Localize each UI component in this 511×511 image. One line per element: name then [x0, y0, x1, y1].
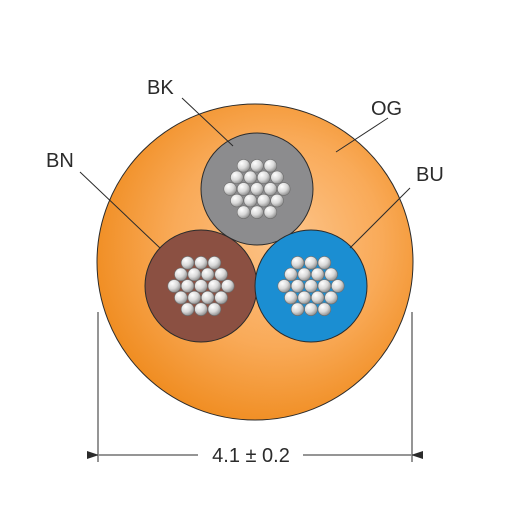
strand-wire: [221, 279, 235, 293]
strand-bundle-black: [223, 159, 291, 219]
strand-wire: [331, 279, 345, 293]
dimension-label: 4.1 ± 0.2: [212, 445, 290, 467]
label-bn: BN: [46, 150, 74, 172]
label-og: OG: [371, 98, 402, 120]
strand-wire: [311, 290, 325, 305]
strand-wire: [284, 267, 298, 282]
strand-wire: [194, 256, 208, 270]
strand-wire: [290, 256, 305, 270]
strand-wire: [257, 193, 271, 208]
strand-wire: [223, 182, 237, 196]
strand-wire: [230, 193, 244, 208]
strand-wire: [243, 170, 258, 185]
core-black: [200, 132, 314, 246]
strand-wire: [236, 205, 251, 219]
strand-wire: [317, 256, 332, 270]
strand-wire: [250, 182, 264, 196]
strand-wire: [243, 193, 258, 208]
cable-jacket: [96, 103, 414, 421]
strand-wire: [230, 170, 244, 185]
strand-wire: [194, 279, 208, 293]
strand-wire: [263, 182, 278, 196]
strand-wire: [236, 159, 251, 173]
strand-wire: [180, 302, 195, 316]
strand-wire: [304, 279, 318, 293]
strand-wire: [277, 182, 291, 196]
label-bk: BK: [147, 77, 174, 99]
core-blue: [254, 229, 368, 343]
strand-wire: [297, 267, 311, 282]
strand-wire: [257, 170, 271, 185]
strand-wire: [194, 302, 208, 316]
strand-wire: [297, 290, 311, 305]
strand-wire: [207, 279, 222, 293]
strand-wire: [250, 205, 264, 219]
strand-wire: [167, 279, 181, 293]
strand-wire: [263, 205, 278, 219]
strand-wire: [324, 290, 338, 305]
leader-line-bn: [79, 171, 161, 249]
strand-wire: [201, 267, 215, 282]
strand-wire: [270, 193, 284, 208]
strand-wire: [284, 290, 298, 305]
strand-wire: [290, 302, 305, 316]
strand-wire: [317, 302, 332, 316]
strand-wire: [201, 290, 215, 305]
strand-wire: [317, 279, 332, 293]
core-brown: [144, 229, 258, 343]
strand-wire: [174, 290, 188, 305]
strand-wire: [290, 279, 305, 293]
leader-line-og: [335, 117, 389, 153]
strand-wire: [180, 279, 195, 293]
strand-wire: [270, 170, 284, 185]
strand-wire: [324, 267, 338, 282]
strand-wire: [187, 267, 202, 282]
strand-wire: [180, 256, 195, 270]
strand-wire: [263, 159, 278, 173]
leader-line-bu: [349, 187, 411, 249]
strand-wire: [304, 256, 318, 270]
strand-wire: [174, 267, 188, 282]
strand-wire: [187, 290, 202, 305]
strand-wire: [304, 302, 318, 316]
strand-wire: [214, 267, 228, 282]
strand-wire: [207, 302, 222, 316]
strand-wire: [277, 279, 291, 293]
strand-wire: [236, 182, 251, 196]
leader-line-bk: [181, 97, 234, 147]
label-bu: BU: [416, 164, 444, 186]
strand-wire: [207, 256, 222, 270]
strand-wire: [214, 290, 228, 305]
strand-wire: [250, 159, 264, 173]
strand-bundle-blue: [277, 256, 345, 316]
strand-wire: [311, 267, 325, 282]
strand-bundle-brown: [167, 256, 235, 316]
